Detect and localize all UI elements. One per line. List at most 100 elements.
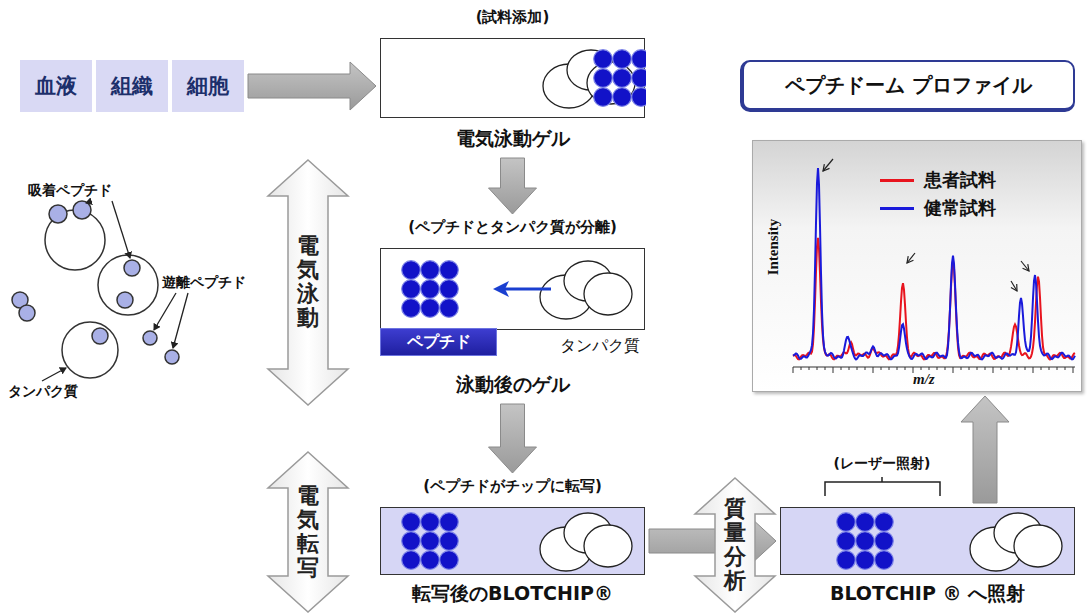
peptide-tag: ペプチド xyxy=(380,328,497,356)
peptide-dot xyxy=(402,299,421,318)
peptide-dot xyxy=(594,88,613,107)
pointer-arrow xyxy=(1011,281,1017,291)
axis-tick xyxy=(1025,367,1026,370)
peptide-dot xyxy=(402,551,421,570)
axis-tick xyxy=(1041,367,1042,370)
peptide-dot xyxy=(856,532,875,551)
axis-tick xyxy=(921,367,922,370)
peptide-dot xyxy=(402,532,421,551)
axis-tick xyxy=(1009,367,1010,370)
spectrum-plot xyxy=(753,141,1081,391)
node-text: ペプチド xyxy=(407,332,471,353)
axis-tick xyxy=(961,367,962,370)
axis-tick xyxy=(817,367,818,370)
axis-tick xyxy=(1001,367,1002,370)
double-arrow xyxy=(268,160,348,405)
flow-arrow xyxy=(489,158,537,214)
text-label: 遊離ペプチド xyxy=(162,274,246,292)
spectrum-line xyxy=(793,168,1075,359)
peptide-dot xyxy=(594,50,613,69)
peptide-dot xyxy=(402,513,421,532)
axis-tick xyxy=(873,367,874,373)
peptide-dot xyxy=(837,532,856,551)
peptide-dot xyxy=(856,551,875,570)
sample-box: 組織 xyxy=(96,60,168,112)
step-caption: (試料添加) xyxy=(380,8,645,27)
pointer-arrow xyxy=(1011,284,1017,291)
axis-tick xyxy=(801,367,802,370)
gel-panel: (ペプチドがチップに転写) 転写後のBLOTCHIP® xyxy=(380,477,645,609)
peptide-dot xyxy=(875,532,894,551)
peptide-dot xyxy=(613,88,632,107)
peptide-dot xyxy=(856,513,875,532)
axis-tick xyxy=(1073,367,1074,373)
step-caption: (ペプチドがチップに転写) xyxy=(380,477,645,496)
peptide-dot xyxy=(402,280,421,299)
migration-arrow xyxy=(493,281,509,297)
peptide-dot xyxy=(632,88,646,107)
pointer-arrow xyxy=(907,253,915,263)
vertical-label: 電気転写 xyxy=(297,484,319,581)
pointer-arrow xyxy=(1021,261,1029,271)
peptide-dot xyxy=(421,261,440,280)
peptide-dot xyxy=(613,50,632,69)
gel-strip xyxy=(380,38,645,118)
axis-tick xyxy=(809,367,810,370)
leader-line xyxy=(42,201,188,381)
double-arrow xyxy=(695,478,775,612)
peptide-dot xyxy=(440,532,459,551)
node-text: 組織 xyxy=(111,72,153,100)
peptide-dot xyxy=(837,551,856,570)
flow-arrow xyxy=(649,517,776,565)
axis-title: m/z xyxy=(913,371,935,388)
text-label: 吸着ペプチド xyxy=(28,182,112,200)
axis-tick xyxy=(993,367,994,373)
text-label: タンパク質 xyxy=(560,336,640,357)
axis-tick xyxy=(841,367,842,370)
legend-text: 健常試料 xyxy=(924,196,996,220)
axis-tick xyxy=(985,367,986,370)
node-text: ペプチドーム プロファイル xyxy=(785,72,1032,99)
gel-strip xyxy=(380,507,645,575)
axis-tick xyxy=(865,367,866,370)
axis-tick xyxy=(897,367,898,370)
peptide-dot xyxy=(421,551,440,570)
axis-tick xyxy=(929,367,930,370)
axis-tick xyxy=(945,367,946,370)
protein-blob xyxy=(1014,525,1062,567)
protein-blob xyxy=(584,273,632,315)
bracket xyxy=(825,477,940,496)
peptide-dot xyxy=(421,513,440,532)
gel-label: BLOTCHIP ® へ照射 xyxy=(780,581,1075,607)
gel-panel: (試料添加)電気泳動ゲル xyxy=(380,8,645,154)
axis-tick xyxy=(793,367,794,373)
protein-blob xyxy=(584,525,632,567)
gel-label: 泳動後のゲル xyxy=(380,372,645,398)
peptide-dot xyxy=(594,69,613,88)
axis-tick xyxy=(969,367,970,370)
legend-swatch xyxy=(880,179,914,182)
axis-tick xyxy=(905,367,906,370)
axis-tick xyxy=(977,367,978,370)
peptide-dot xyxy=(421,532,440,551)
legend-swatch xyxy=(880,207,914,210)
title-box: ペプチドーム プロファイル xyxy=(740,60,1075,112)
pointer-arrow xyxy=(823,159,833,171)
gel-contents xyxy=(381,508,646,576)
axis-tick xyxy=(937,367,938,370)
gel-strip xyxy=(780,507,1075,575)
peptide-dot xyxy=(440,280,459,299)
axis-title: Intensity xyxy=(765,205,785,289)
migration-arrow xyxy=(503,288,551,291)
axis-tick xyxy=(889,367,890,370)
axis-tick xyxy=(953,367,954,373)
peptide-dot xyxy=(421,280,440,299)
axis-tick xyxy=(833,367,834,373)
flow-arrow xyxy=(961,396,1009,503)
flow-arrow xyxy=(489,404,537,473)
legend-text: 患者試料 xyxy=(924,168,996,192)
gel-label: 転写後のBLOTCHIP® xyxy=(380,581,645,607)
gel-contents xyxy=(381,249,646,331)
axis-tick xyxy=(849,367,850,370)
peptide-dot xyxy=(440,261,459,280)
